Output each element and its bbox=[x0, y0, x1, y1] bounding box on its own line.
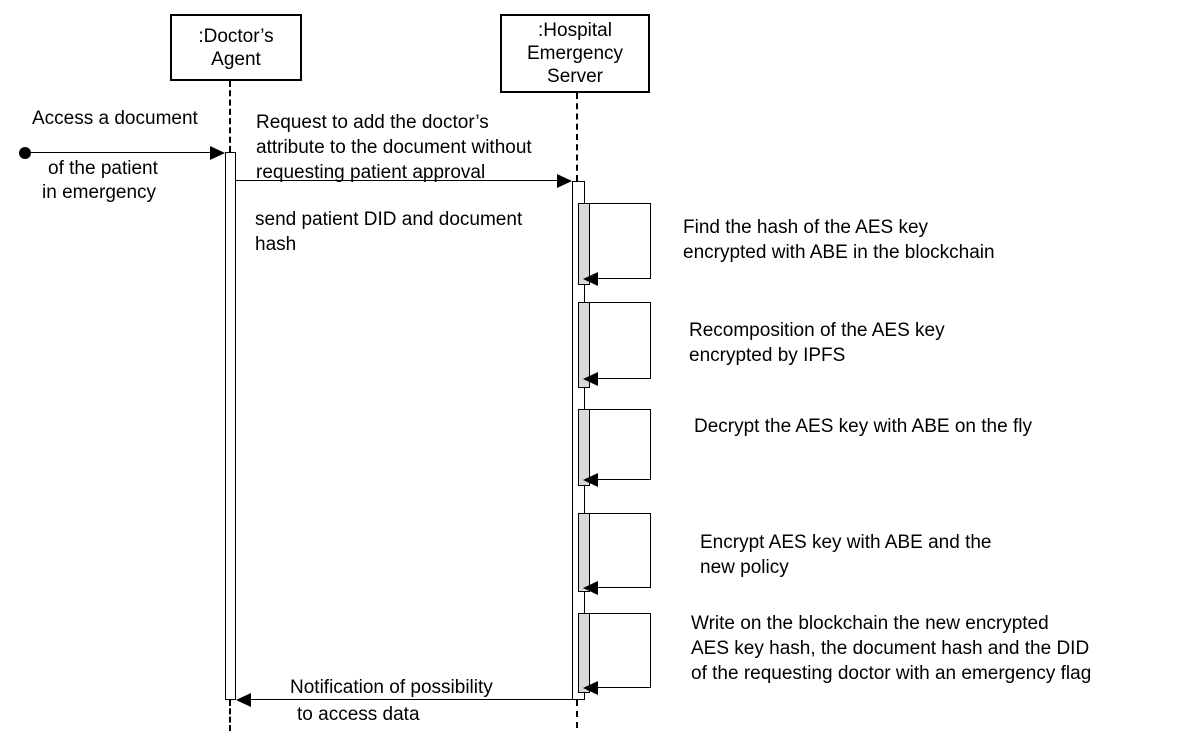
self-message-2-label-line1: Recomposition of the AES key bbox=[689, 320, 945, 341]
start-message-line bbox=[29, 152, 211, 153]
request-message-label: Request to add the doctor’s attribute to… bbox=[256, 110, 532, 185]
self-message-3-label: Decrypt the AES key with ABE on the fly bbox=[694, 414, 1032, 439]
request-message-label-line3: requesting patient approval bbox=[256, 162, 486, 183]
self-message-1-arrowhead-icon bbox=[583, 272, 598, 286]
start-message-label-below-line1: of the patient bbox=[48, 158, 158, 179]
self-message-2-activation bbox=[578, 302, 590, 388]
participant-doctor-agent-box: :Doctor’s Agent bbox=[170, 14, 302, 81]
self-message-5-label-line3: of the requesting doctor with an emergen… bbox=[691, 663, 1092, 684]
send-message-label-line2: hash bbox=[255, 234, 297, 255]
lifeline-doctor-lower bbox=[229, 700, 231, 731]
request-message-label-line1: Request to add the doctor’s bbox=[256, 112, 489, 133]
self-message-4-label-line2: new policy bbox=[700, 557, 789, 578]
self-message-2-loop bbox=[590, 302, 651, 379]
lifeline-doctor-upper bbox=[229, 81, 231, 152]
self-message-1-label-line2: encrypted with ABE in the blockchain bbox=[683, 242, 995, 263]
self-message-4-arrowhead-icon bbox=[583, 581, 598, 595]
participant-hospital-server-label-line2: Emergency bbox=[526, 43, 624, 64]
notification-message-arrowhead-icon bbox=[236, 693, 251, 707]
request-message-label-line2: attribute to the document without bbox=[256, 137, 532, 158]
activation-doctor bbox=[225, 152, 236, 700]
self-message-2-label: Recomposition of the AES key encrypted b… bbox=[689, 318, 945, 368]
self-message-5-arrowhead-icon bbox=[583, 681, 598, 695]
participant-hospital-server-box: :Hospital Emergency Server bbox=[500, 14, 650, 93]
lifeline-server-lower bbox=[576, 700, 578, 728]
request-message-line bbox=[236, 180, 558, 181]
self-message-4-label: Encrypt AES key with ABE and the new pol… bbox=[700, 530, 992, 580]
notification-message-label-line2: to access data bbox=[297, 704, 420, 725]
start-message-label-above: Access a document bbox=[32, 108, 198, 129]
self-message-1-label: Find the hash of the AES key encrypted w… bbox=[683, 215, 995, 265]
self-message-5-label-line1: Write on the blockchain the new encrypte… bbox=[691, 613, 1049, 634]
send-message-label: send patient DID and document hash bbox=[255, 207, 522, 257]
self-message-4-loop bbox=[590, 513, 651, 588]
self-message-1-label-line1: Find the hash of the AES key bbox=[683, 217, 929, 238]
self-message-2-label-line2: encrypted by IPFS bbox=[689, 345, 846, 366]
self-message-4-label-line1: Encrypt AES key with ABE and the bbox=[700, 532, 992, 553]
participant-doctor-agent-label-line2: Agent bbox=[211, 48, 261, 70]
notification-message-label-line1: Notification of possibility bbox=[290, 677, 493, 698]
self-message-3-arrowhead-icon bbox=[583, 473, 598, 487]
start-circle bbox=[19, 147, 31, 159]
self-message-2-arrowhead-icon bbox=[583, 372, 598, 386]
participant-hospital-server-label-line1: :Hospital bbox=[538, 20, 612, 41]
self-message-3-loop bbox=[590, 409, 651, 480]
notification-message-line bbox=[251, 699, 572, 700]
self-message-1-loop bbox=[590, 203, 651, 279]
start-message-label-below-line2: in emergency bbox=[42, 182, 157, 203]
self-message-5-label-line2: AES key hash, the document hash and the … bbox=[691, 638, 1090, 659]
participant-hospital-server-label-line3: Server bbox=[547, 66, 603, 87]
participant-doctor-agent-label-line1: :Doctor’s bbox=[198, 25, 274, 47]
self-message-5-loop bbox=[590, 613, 651, 688]
send-message-label-line1: send patient DID and document bbox=[255, 209, 523, 230]
self-message-3-label-line1: Decrypt the AES key with ABE on the fly bbox=[694, 416, 1032, 437]
lifeline-server-upper bbox=[576, 93, 578, 181]
self-message-5-label: Write on the blockchain the new encrypte… bbox=[691, 611, 1091, 686]
request-message-arrowhead-icon bbox=[557, 174, 572, 188]
start-message-arrowhead-icon bbox=[210, 146, 225, 160]
